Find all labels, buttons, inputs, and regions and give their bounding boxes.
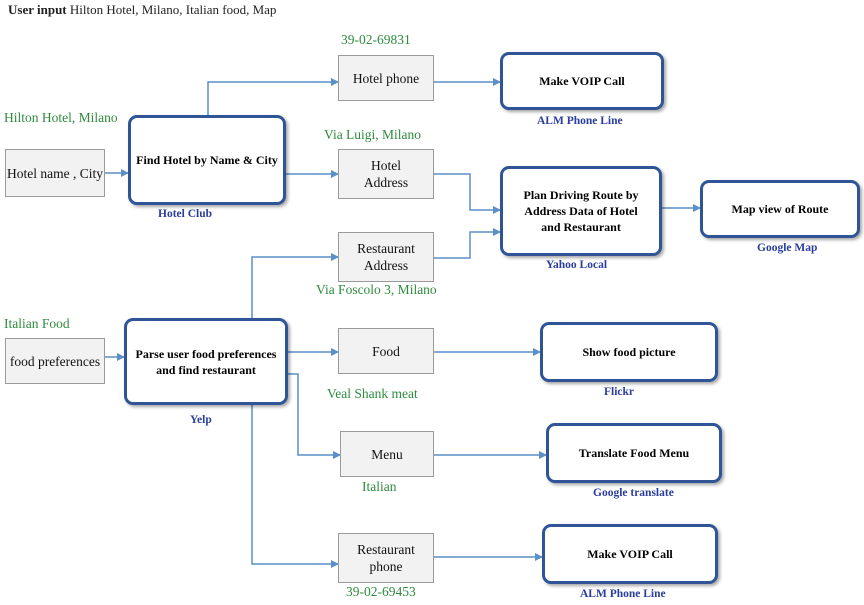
plan-driving-route-service: Plan Driving Route by Address Data of Ho…: [500, 166, 662, 256]
yelp-provider: Yelp: [190, 414, 212, 426]
google-translate-provider: Google translate: [593, 487, 674, 499]
hotel-name-city-box: Hotel name , City: [5, 149, 105, 197]
alm-phone-line-provider-hotel: ALM Phone Line: [537, 115, 623, 127]
restaurant-phone-value: 39-02-69453: [346, 584, 416, 599]
hotel-input-value: Hilton Hotel, Milano: [4, 110, 118, 125]
user-input-label: User input: [8, 2, 67, 17]
arrow-hotel-address-to-route: [434, 173, 501, 214]
voip-call-restaurant-service: Make VOIP Call: [542, 524, 718, 584]
arrow-parse-to-restaurant-address: [251, 253, 339, 318]
user-input-header: User input Hilton Hotel, Milano, Italian…: [8, 2, 276, 18]
hotel-address-box: Hotel Address: [338, 149, 434, 199]
hotel-club-provider: Hotel Club: [158, 208, 212, 220]
restaurant-phone-box: Restaurant phone: [338, 533, 434, 583]
arrow-parse-to-menu: [288, 373, 341, 459]
food-preferences-box: food preferences: [5, 338, 105, 384]
voip-call-hotel-service: Make VOIP Call: [500, 52, 664, 110]
menu-box: Menu: [340, 431, 434, 477]
parse-food-process: Parse user food preferences and find res…: [124, 318, 288, 405]
hotel-address-value: Via Luigi, Milano: [324, 127, 422, 142]
menu-value: Italian: [362, 479, 397, 494]
show-food-picture-service: Show food picture: [540, 322, 718, 382]
arrow-find-to-hotel-phone: [207, 78, 339, 115]
hotel-phone-box: Hotel phone: [338, 55, 434, 101]
restaurant-address-box: Restaurant Address: [338, 232, 434, 282]
map-view-service: Map view of Route: [700, 180, 860, 238]
restaurant-address-value: Via Foscolo 3, Milano: [316, 282, 437, 297]
alm-phone-line-provider-restaurant: ALM Phone Line: [580, 588, 666, 600]
google-map-provider: Google Map: [757, 242, 818, 254]
arrow-parse-to-restaurant-phone: [251, 405, 339, 568]
yahoo-local-provider: Yahoo Local: [546, 259, 608, 271]
hotel-phone-value: 39-02-69831: [341, 32, 411, 47]
food-box: Food: [338, 328, 434, 374]
find-hotel-process: Find Hotel by Name & City: [128, 115, 286, 205]
flickr-provider: Flickr: [604, 386, 635, 398]
arrow-restaurant-address-to-route: [434, 228, 501, 259]
food-input-value: Italian Food: [4, 316, 70, 331]
food-value: Veal Shank meat: [327, 386, 418, 401]
translate-menu-service: Translate Food Menu: [546, 423, 722, 483]
user-input-value: Hilton Hotel, Milano, Italian food, Map: [69, 2, 277, 17]
